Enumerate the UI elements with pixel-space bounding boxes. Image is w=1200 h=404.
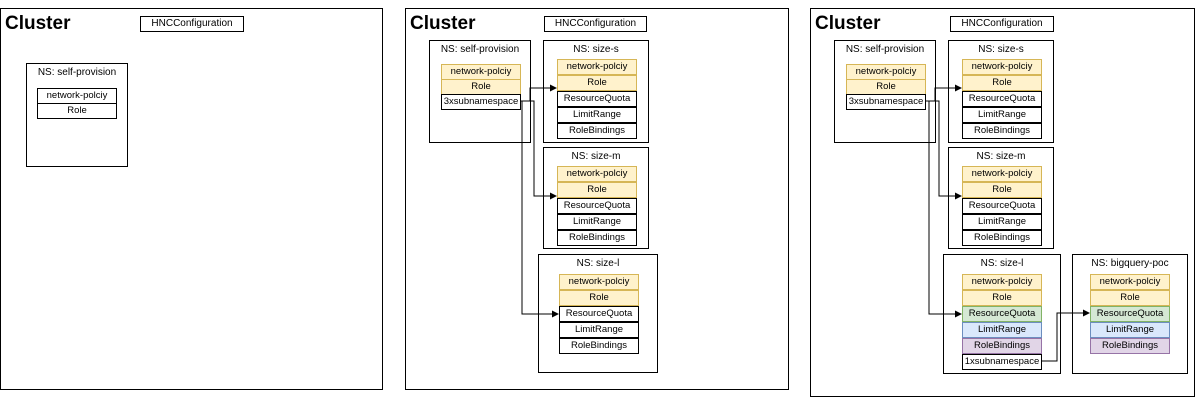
role-bindings-item: RoleBindings [559, 338, 639, 354]
network-policy-item: network-polciy [441, 64, 521, 80]
ns-title: NS: size-l [980, 258, 1024, 269]
ns-bigquery-poc: NS: bigquery-poc network-polciy Role Res… [1072, 254, 1188, 374]
role-bindings-item: RoleBindings [557, 123, 637, 139]
ns-title: NS: size-s [978, 44, 1024, 55]
role-item: Role [962, 75, 1042, 91]
ns-title: NS: self-provision [845, 44, 925, 55]
ns-self-provision: NS: self-provision network-polciy Role 3… [834, 40, 936, 143]
ns-title: NS: size-m [571, 151, 621, 162]
network-policy-item: network-polciy [962, 166, 1042, 182]
hnc-configuration: HNCConfiguration [544, 16, 647, 32]
subnamespace-anchor: 3xsubnamespace [441, 94, 521, 110]
resource-quota-item: ResourceQuota [557, 198, 637, 214]
ns-title: NS: size-s [573, 44, 619, 55]
subnamespace-anchor: 3xsubnamespace [846, 94, 926, 110]
role-item: Role [441, 79, 521, 95]
resource-quota-item: ResourceQuota [962, 198, 1042, 214]
ns-self-provision: NS: self-provision network-polciy Role [26, 63, 128, 167]
role-item: Role [846, 79, 926, 95]
role-bindings-item: RoleBindings [557, 230, 637, 246]
ns-size-l: NS: size-l network-polciy Role ResourceQ… [538, 254, 658, 373]
cluster-title: Cluster [815, 13, 881, 34]
ns-size-m: NS: size-m network-polciy Role ResourceQ… [948, 147, 1054, 249]
limit-range-item: LimitRange [557, 107, 637, 123]
role-bindings-item: RoleBindings [962, 230, 1042, 246]
resource-quota-item: ResourceQuota [962, 91, 1042, 107]
role-bindings-item: RoleBindings [1090, 338, 1170, 354]
network-policy-item: network-polciy [559, 274, 639, 290]
limit-range-item: LimitRange [962, 107, 1042, 123]
subnamespace-anchor: 1xsubnamespace [962, 354, 1042, 370]
limit-range-item: LimitRange [1090, 322, 1170, 338]
role-item: Role [962, 182, 1042, 198]
limit-range-item: LimitRange [962, 214, 1042, 230]
ns-title: NS: size-m [976, 151, 1026, 162]
role-item: Role [37, 103, 117, 119]
limit-range-item: LimitRange [557, 214, 637, 230]
network-policy-item: network-polciy [846, 64, 926, 80]
hnc-configuration: HNCConfiguration [140, 16, 244, 32]
ns-size-m: NS: size-m network-polciy Role ResourceQ… [543, 147, 649, 249]
ns-title: NS: self-provision [440, 44, 520, 55]
ns-self-provision: NS: self-provision network-polciy Role 3… [429, 40, 531, 143]
role-bindings-item: RoleBindings [962, 338, 1042, 354]
network-policy-item: network-polciy [557, 166, 637, 182]
ns-size-s: NS: size-s network-polciy Role ResourceQ… [543, 40, 649, 143]
role-item: Role [557, 182, 637, 198]
network-policy-item: network-polciy [962, 274, 1042, 290]
resource-quota-item: ResourceQuota [557, 91, 637, 107]
ns-title: NS: size-l [576, 258, 620, 269]
hnc-configuration: HNCConfiguration [950, 16, 1054, 32]
role-item: Role [962, 290, 1042, 306]
resource-quota-item: ResourceQuota [962, 306, 1042, 322]
network-policy-item: network-polciy [557, 59, 637, 75]
ns-size-s: NS: size-s network-polciy Role ResourceQ… [948, 40, 1054, 143]
role-item: Role [1090, 290, 1170, 306]
role-bindings-item: RoleBindings [962, 123, 1042, 139]
resource-quota-item: ResourceQuota [559, 306, 639, 322]
role-item: Role [557, 75, 637, 91]
network-policy-item: network-polciy [1090, 274, 1170, 290]
resource-quota-item: ResourceQuota [1090, 306, 1170, 322]
limit-range-item: LimitRange [559, 322, 639, 338]
limit-range-item: LimitRange [962, 322, 1042, 338]
cluster-title: Cluster [5, 13, 71, 34]
ns-title: NS: bigquery-poc [1091, 258, 1169, 269]
role-item: Role [559, 290, 639, 306]
network-policy-item: network-polciy [962, 59, 1042, 75]
network-policy-item: network-polciy [37, 88, 117, 104]
ns-title: NS: self-provision [37, 67, 117, 78]
cluster-title: Cluster [410, 13, 476, 34]
ns-size-l: NS: size-l network-polciy Role ResourceQ… [943, 254, 1061, 374]
